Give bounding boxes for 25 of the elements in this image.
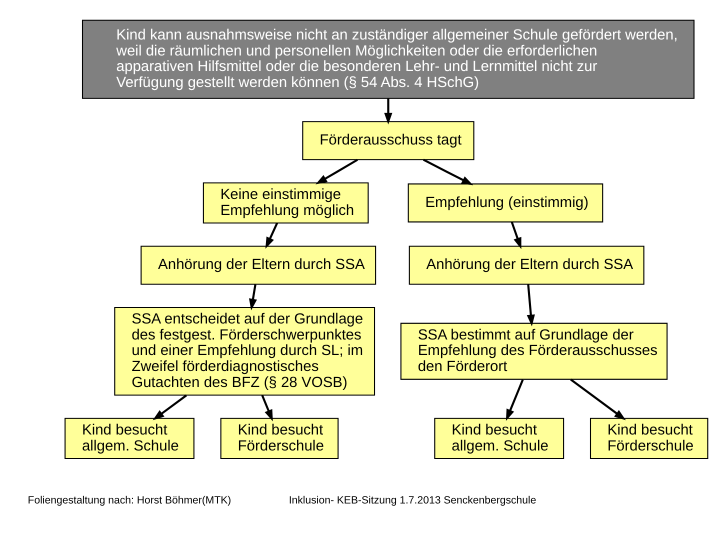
node-box: Kind besucht Förderschule (590, 418, 708, 460)
arrow (506, 379, 524, 421)
arrow (265, 222, 278, 249)
node-box: Förderausschuss tagt (302, 121, 474, 160)
arrow (422, 158, 474, 186)
arrow (384, 98, 392, 124)
node-box: Keine einstimmige Empfehlung möglich (202, 182, 369, 224)
node-box: SSA bestimmt auf Grundlage der Empfehlung des Förderausschusses den Förderort (400, 322, 668, 380)
node-box: SSA entscheidet auf der Grundlage des festgest. Förderschwerpunktes und einer Empfehlung durch SL; im Zweifel förderdiagnostisches Gutachten des BFZ (§ 28 VOSB) (114, 306, 376, 396)
node-box: Anhörung der Eltern durch SSA (140, 246, 376, 285)
node-box: Kind besucht allgem. Schule (64, 418, 194, 460)
arrow (249, 284, 258, 310)
arrow (316, 158, 358, 184)
node-box: Empfehlung (einstimmig) (408, 183, 604, 222)
arrow (570, 378, 626, 420)
label: Inklusion- KEB-Sitzung 1.7.2013 Senckenbergschule (288, 494, 536, 506)
arrow (526, 284, 535, 326)
label: Foliengestaltung nach: Horst Böhmer(MTK) (28, 494, 232, 506)
node-box: Kind besucht Förderschule (220, 418, 339, 460)
arrow (510, 222, 522, 250)
arrow (261, 394, 273, 422)
node-box: Anhörung der Eltern durch SSA (408, 246, 644, 285)
node-box: Kind kann ausnahmsweise nicht an zuständiger allgemeiner Schule gefördert werden, weil die räumlichen und personellen Möglichkeiten oder die erforderlichen apparativen Hilfsmittel oder die besonderen Lehr- und Lernmittel nicht zur Verfügung gestellt werden können (§ 54 Abs. 4 HSchG) (82, 20, 695, 99)
arrow (152, 394, 187, 420)
node-box: Kind besucht allgem. Schule (434, 418, 564, 460)
